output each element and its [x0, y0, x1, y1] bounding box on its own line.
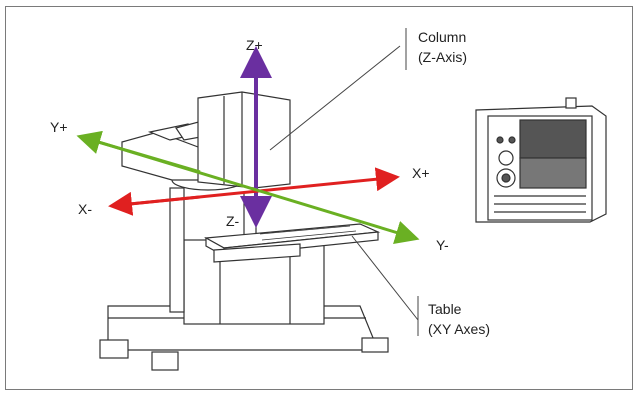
table-leader-line	[351, 235, 419, 321]
column-title: Column	[418, 29, 466, 45]
z-minus-label: Z-	[226, 213, 240, 229]
cnc-control-panel-icon	[475, 97, 607, 223]
x-axis-arrow-left	[108, 191, 201, 216]
z-plus-label: Z+	[246, 37, 263, 53]
y-minus-label: Y-	[436, 237, 449, 253]
y-plus-label: Y+	[50, 119, 68, 135]
x-plus-label: X+	[412, 165, 430, 181]
table-title: Table	[428, 301, 462, 317]
column-subtitle: (Z-Axis)	[418, 49, 467, 65]
x-minus-label: X-	[78, 201, 92, 217]
y-axis-arrow-back	[76, 130, 201, 174]
cnc-mill-drawing-icon	[99, 91, 389, 371]
table-subtitle: (XY Axes)	[428, 321, 490, 337]
callout-leaders	[269, 28, 419, 336]
column-leader-line	[269, 45, 401, 151]
